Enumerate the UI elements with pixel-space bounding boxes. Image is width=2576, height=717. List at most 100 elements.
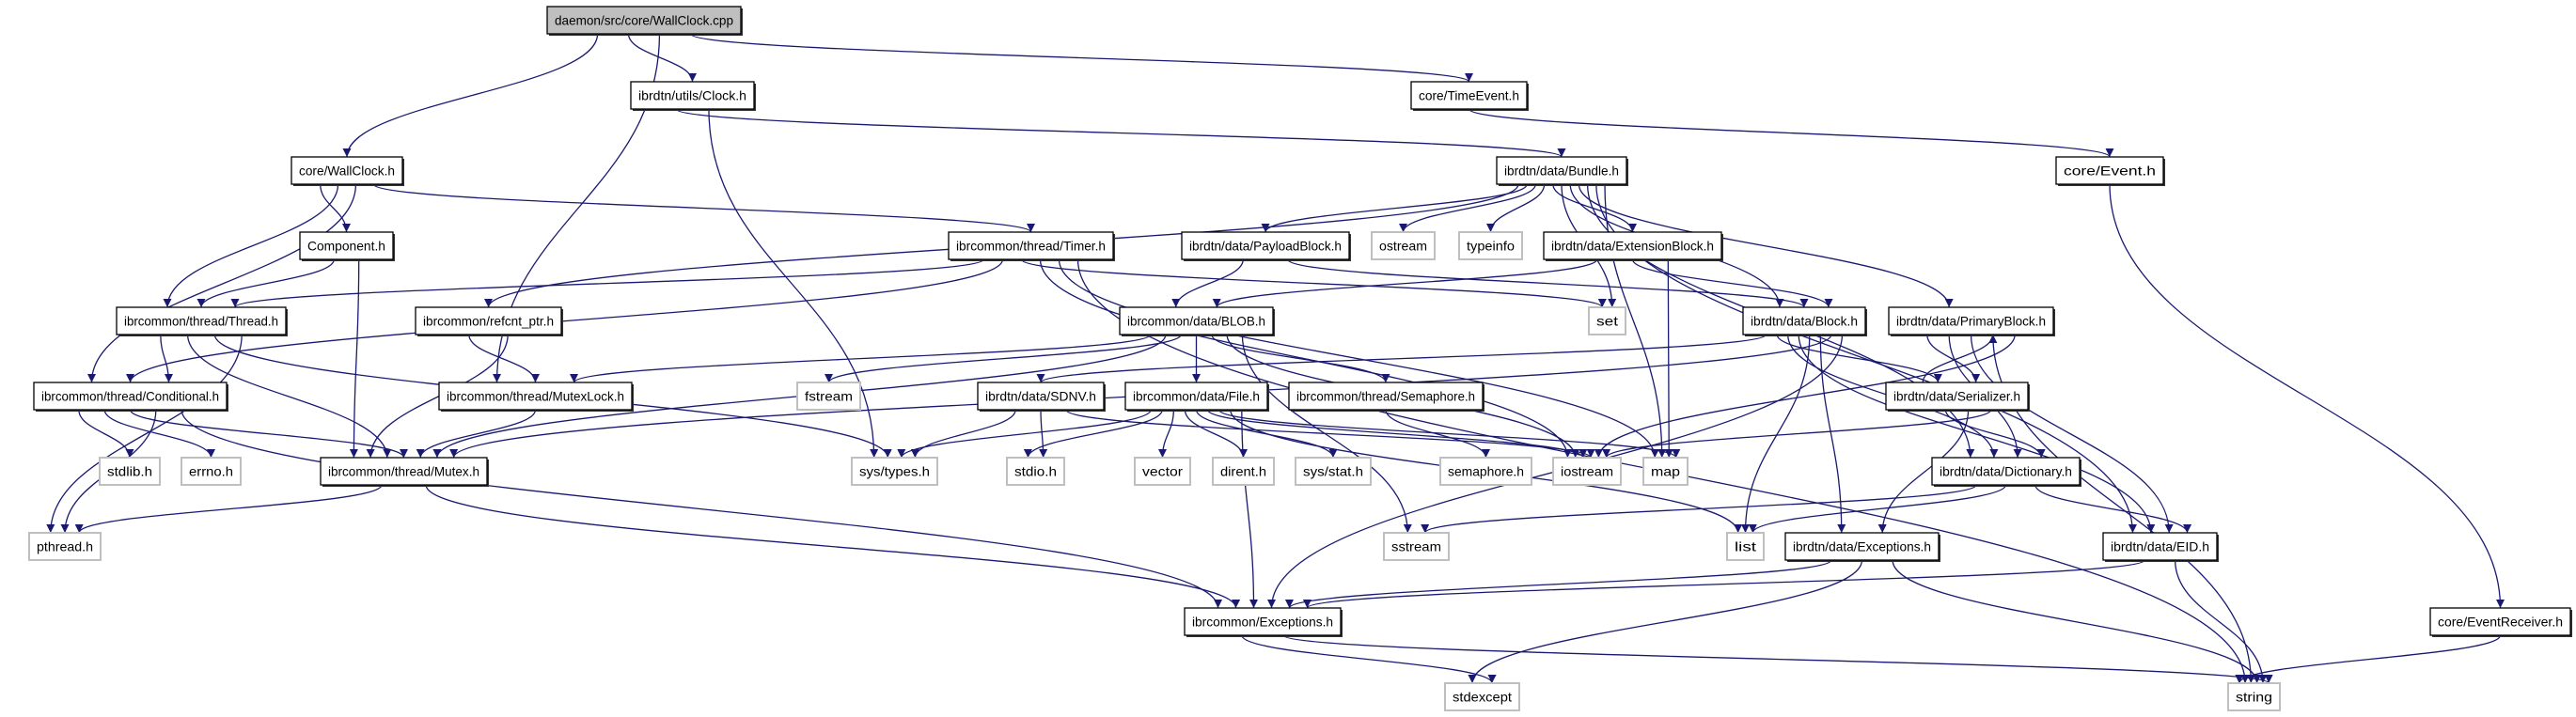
node-box	[181, 457, 242, 486]
edge-component-to-mutex	[349, 258, 360, 459]
node-clock[interactable]: ibrdtn/utils/Clock.h	[630, 81, 756, 111]
node-sysstat: sys/stat.h	[1295, 457, 1372, 486]
edge-serializer-to-primary	[1922, 334, 1998, 383]
node-label: ibrcommon/data/BLOB.h	[1127, 314, 1265, 329]
edge-sdnv-to-systypes	[910, 409, 1016, 459]
node-label: ibrcommon/data/File.h	[1133, 389, 1260, 404]
node-root[interactable]: daemon/src/core/WallClock.cpp	[546, 6, 743, 36]
node-label: ibrdtn/data/EID.h	[2111, 539, 2209, 554]
edge-file-to-vector	[1158, 409, 1174, 459]
node-label: vector	[1142, 464, 1183, 479]
node-string: string	[2227, 682, 2281, 711]
node-box	[1496, 156, 1627, 185]
node-label: pthread.h	[37, 539, 93, 554]
node-label: set	[1596, 314, 1618, 329]
node-fstream: fstream	[796, 382, 861, 411]
edge-payload-to-blob	[1171, 258, 1244, 308]
node-box	[291, 156, 403, 185]
node-box	[415, 306, 562, 335]
edge-block-to-serializer	[1776, 334, 1942, 383]
node-label: Component.h	[307, 239, 385, 254]
node-file[interactable]: ibrcommon/data/File.h	[1124, 382, 1269, 412]
node-event[interactable]: core/Event.h	[2055, 156, 2165, 186]
edge-cexceptions-to-string	[1282, 634, 2273, 684]
node-label: core/Event.h	[2064, 164, 2156, 179]
node-semaphore-h[interactable]: ibrcommon/thread/Semaphore.h	[1288, 382, 1484, 412]
edge-serializer-to-dexceptions	[1877, 409, 1970, 534]
node-cexceptions[interactable]: ibrcommon/Exceptions.h	[1184, 607, 1343, 637]
edge-component-to-thread	[196, 258, 335, 308]
node-mutexlock[interactable]: ibrcommon/thread/MutexLock.h	[438, 382, 634, 412]
node-box	[116, 306, 287, 335]
node-label: ibrdtn/data/Serializer.h	[1893, 389, 2020, 404]
node-extblock[interactable]: ibrdtn/data/ExtensionBlock.h	[1543, 231, 1723, 261]
node-mutex[interactable]: ibrcommon/thread/Mutex.h	[320, 457, 489, 487]
node-label: ibrcommon/thread/Mutex.h	[328, 464, 479, 479]
edge-bundle-to-typeinfo	[1486, 183, 1546, 233]
node-ostream: ostream	[1371, 231, 1436, 260]
node-payload[interactable]: ibrdtn/data/PayloadBlock.h	[1181, 231, 1351, 261]
node-timeevent[interactable]: core/TimeEvent.h	[1410, 81, 1529, 111]
node-label: sys/types.h	[859, 464, 930, 479]
edge-sdnv-to-stdio	[1039, 409, 1048, 459]
node-box	[977, 382, 1105, 411]
node-bundle[interactable]: ibrdtn/data/Bundle.h	[1496, 156, 1628, 186]
node-eventreceiver[interactable]: core/EventReceiver.h	[2429, 607, 2572, 637]
node-box	[1931, 457, 2081, 486]
node-conditional[interactable]: ibrcommon/thread/Conditional.h	[33, 382, 228, 412]
node-box	[2227, 682, 2281, 711]
node-block[interactable]: ibrdtn/data/Block.h	[1742, 306, 1867, 336]
node-label: semaphore.h	[1448, 464, 1524, 479]
edge-conditional-to-cexceptions	[181, 409, 1222, 609]
node-timer[interactable]: ibrcommon/thread/Timer.h	[948, 231, 1115, 261]
edge-wallclock_h-to-component	[320, 183, 351, 233]
node-map: map	[1642, 457, 1689, 486]
node-box	[1444, 682, 1520, 711]
node-label: sstream	[1391, 539, 1441, 554]
edge-dexceptions-to-string	[1892, 559, 2262, 684]
edge-bundle-to-payload	[1261, 183, 1528, 233]
node-box	[1124, 382, 1268, 411]
edge-payload-to-block	[1287, 258, 1809, 308]
edge-file-to-dirent	[1184, 409, 1248, 459]
edge-dictionary-to-list	[1748, 484, 2007, 534]
node-dictionary[interactable]: ibrdtn/data/Dictionary.h	[1931, 457, 2081, 487]
node-label: ibrcommon/thread/Conditional.h	[41, 389, 219, 404]
node-box	[438, 382, 633, 411]
edge-primary-to-eid	[1970, 334, 2174, 534]
node-wallclock-h[interactable]: core/WallClock.h	[291, 156, 404, 186]
node-box	[1458, 231, 1523, 260]
edge-primary-to-iostream	[1594, 334, 2016, 459]
node-label: stdexcept	[1453, 690, 1512, 705]
node-dexceptions[interactable]: ibrdtn/data/Exceptions.h	[1784, 532, 1940, 562]
edge-root-to-clock	[627, 33, 697, 83]
edge-refcnt-to-mutexlock	[468, 334, 540, 383]
node-dirent: dirent.h	[1212, 457, 1275, 486]
edge-timer-to-map	[1058, 258, 1659, 459]
node-sdnv[interactable]: ibrdtn/data/SDNV.h	[977, 382, 1106, 412]
node-semaphore: semaphore.h	[1439, 457, 1532, 486]
edge-extblock-to-blob	[1212, 258, 1598, 308]
edge-file-to-stdio	[1023, 409, 1163, 459]
node-label: core/WallClock.h	[299, 164, 395, 179]
node-blob[interactable]: ibrcommon/data/BLOB.h	[1119, 306, 1275, 336]
node-box	[1552, 457, 1622, 486]
node-component[interactable]: Component.h	[299, 231, 395, 261]
edge-sdnv-to-iostream	[1065, 409, 1595, 459]
edge-primary-to-serializer	[1926, 334, 1981, 383]
node-list: list	[1726, 532, 1765, 561]
node-primary[interactable]: ibrdtn/data/PrimaryBlock.h	[1888, 306, 2055, 336]
node-eid[interactable]: ibrdtn/data/EID.h	[2102, 532, 2219, 562]
node-box	[2055, 156, 2164, 185]
edge-wallclock_h-to-conditional	[87, 183, 357, 383]
node-set: set	[1588, 306, 1626, 335]
edge-blob-to-fstream	[825, 334, 1182, 383]
node-box	[1885, 382, 2029, 411]
node-refcnt[interactable]: ibrcommon/refcnt_ptr.h	[415, 306, 563, 336]
node-box	[1295, 457, 1372, 486]
node-serializer[interactable]: ibrdtn/data/Serializer.h	[1885, 382, 2030, 412]
edge-serializer-to-dictionary	[1944, 409, 2046, 459]
node-box	[33, 382, 228, 411]
node-label: ibrdtn/data/ExtensionBlock.h	[1551, 239, 1714, 254]
node-thread[interactable]: ibrcommon/thread/Thread.h	[116, 306, 288, 336]
